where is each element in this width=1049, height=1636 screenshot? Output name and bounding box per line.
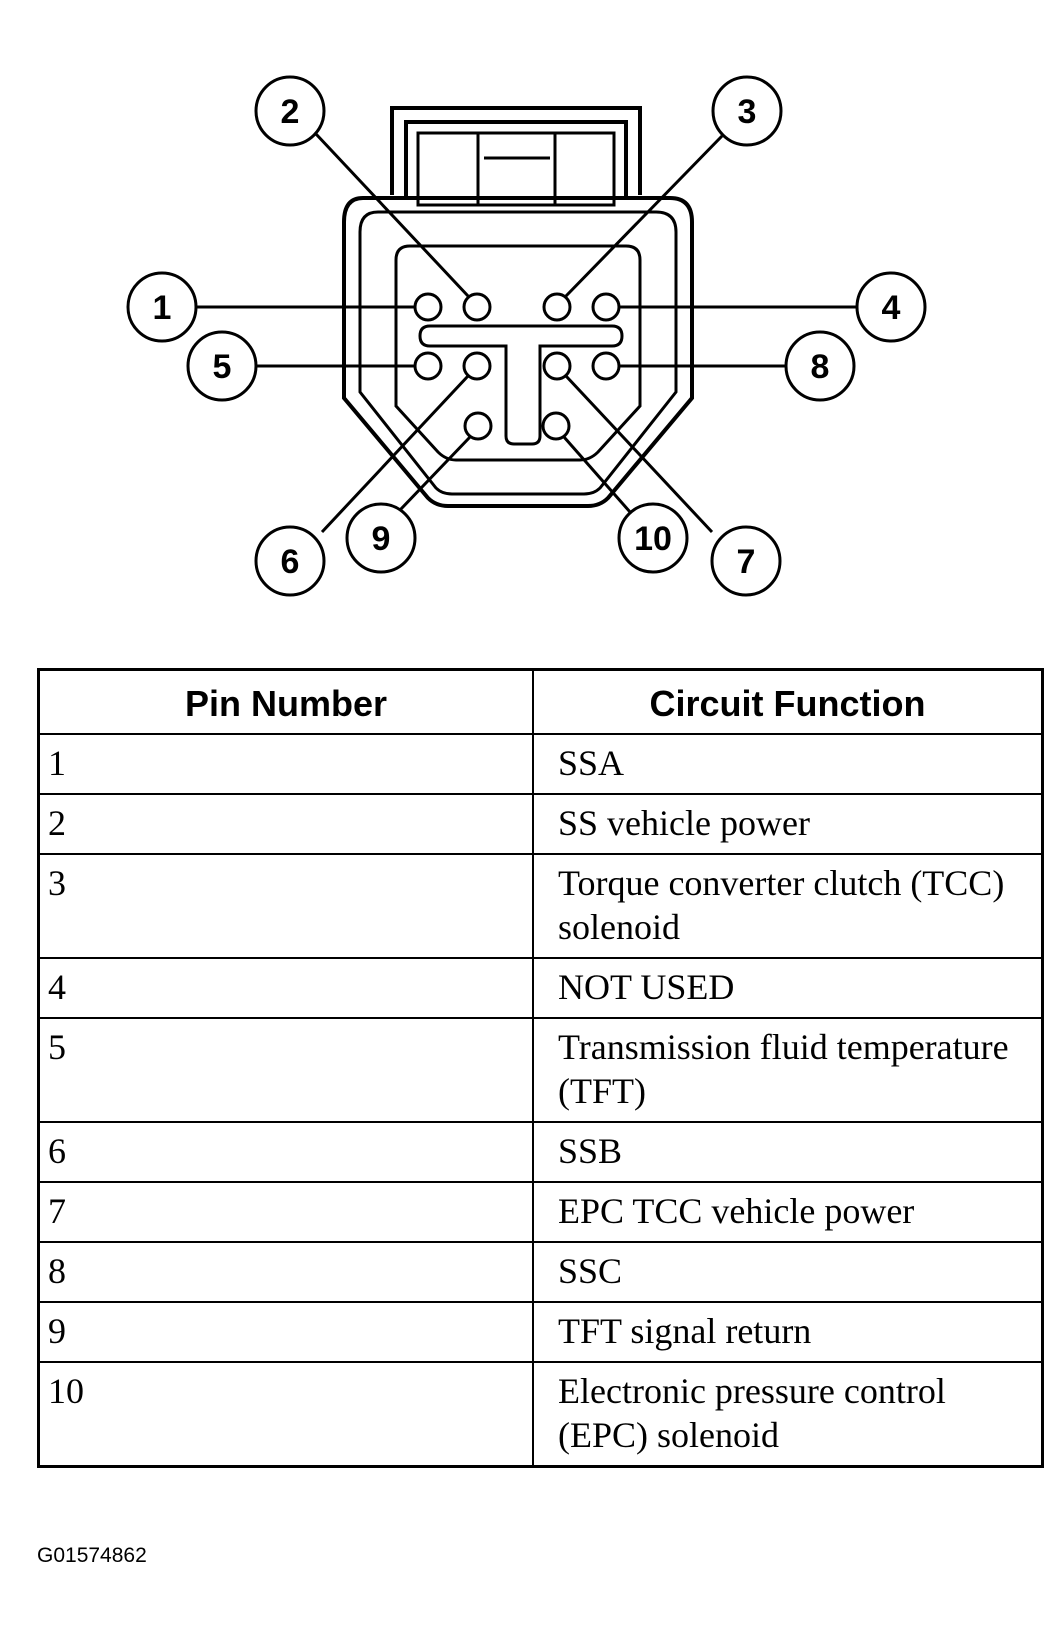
callout-label-1: 1 [153,289,172,327]
table-row: 8 SSC [37,1241,1044,1303]
pin-1 [413,292,443,322]
pin-number-cell: 10 [37,1361,534,1468]
table-row: 5 Transmission fluid temperature (TFT) [37,1017,1044,1123]
pin-number-cell: 9 [37,1301,534,1363]
circuit-function-header: Circuit Function [532,668,1044,735]
table-row: 1 SSA [37,733,1044,795]
callout-label-10: 10 [634,520,672,558]
pin-number-cell: 6 [37,1121,534,1183]
connector-svg: 1 2 3 4 5 6 7 8 9 10 [126,75,927,597]
circuit-function-cell: SSC [532,1241,1044,1303]
callout-label-2: 2 [281,93,300,131]
callout-circle-6 [254,525,326,597]
circuit-function-cell: NOT USED [532,957,1044,1019]
circuit-function-cell: Torque converter clutch (TCC) solenoid [532,853,1044,959]
callout-circles [126,75,927,597]
circuit-function-cell: SS vehicle power [532,793,1044,855]
figure-code: G01574862 [37,1544,147,1567]
connector-body [342,196,694,508]
table-row: 6 SSB [37,1121,1044,1183]
leader-lines [196,132,857,534]
callout-label-3: 3 [738,93,757,131]
callout-circle-7 [710,525,782,597]
pin-number-cell: 2 [37,793,534,855]
circuit-function-cell: Electronic pressure control (EPC) soleno… [532,1361,1044,1468]
callout-label-8: 8 [811,348,830,386]
table-row: 9 TFT signal return [37,1301,1044,1363]
callout-label-5: 5 [213,348,232,386]
pin-2 [462,292,492,322]
callout-label-4: 4 [882,289,901,327]
pin-10 [541,411,571,441]
pin-7 [542,351,572,381]
table-row: 3 Torque converter clutch (TCC) solenoid [37,853,1044,959]
callout-circle-3 [711,75,783,147]
pin-4 [591,292,621,322]
circuit-function-cell: Transmission fluid temperature (TFT) [532,1017,1044,1123]
circuit-function-cell: EPC TCC vehicle power [532,1181,1044,1243]
table-row: 2 SS vehicle power [37,793,1044,855]
connector-diagram: 1 2 3 4 5 6 7 8 9 10 [0,0,1049,620]
table-header-row: Pin Number Circuit Function [37,668,1044,735]
callout-circle-9 [345,502,417,574]
pin-number-cell: 8 [37,1241,534,1303]
callout-circle-1 [126,271,198,343]
pin-number-cell: 3 [37,853,534,959]
pin-3 [542,292,572,322]
callout-circle-5 [186,330,258,402]
callout-circle-2 [254,75,326,147]
pin-number-cell: 4 [37,957,534,1019]
pin-6 [462,351,492,381]
connector-pins [413,292,621,441]
circuit-function-cell: SSA [532,733,1044,795]
callout-label-6: 6 [281,543,300,581]
pin-number-cell: 5 [37,1017,534,1123]
table-row: 10 Electronic pressure control (EPC) sol… [37,1361,1044,1468]
callout-circle-10 [617,502,689,574]
table-row: 7 EPC TCC vehicle power [37,1181,1044,1243]
callout-circle-8 [784,330,856,402]
pin-number-cell: 7 [37,1181,534,1243]
pin-number-header: Pin Number [37,668,534,735]
callout-circle-4 [855,271,927,343]
circuit-function-cell: SSB [532,1121,1044,1183]
connector-latch [390,106,642,207]
pin-5 [413,351,443,381]
pin-number-cell: 1 [37,733,534,795]
callout-label-9: 9 [372,520,391,558]
callout-label-7: 7 [737,543,756,581]
table-row: 4 NOT USED [37,957,1044,1019]
pin-8 [591,351,621,381]
circuit-function-cell: TFT signal return [532,1301,1044,1363]
pin-9 [463,411,493,441]
pin-function-table: Pin Number Circuit Function 1 SSA 2 SS v… [37,668,1044,1468]
